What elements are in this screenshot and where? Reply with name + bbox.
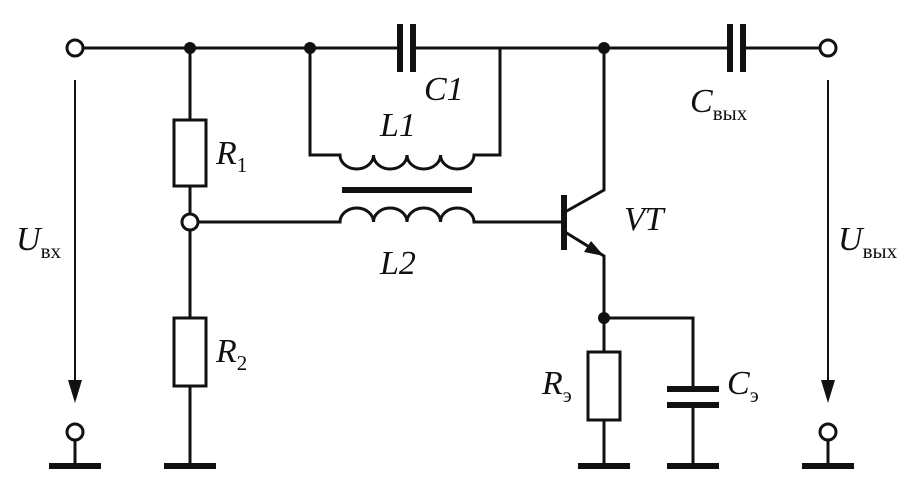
label-l1: L1	[379, 107, 416, 144]
input-terminal	[65, 38, 85, 58]
divider-node	[180, 212, 200, 232]
label-r2: R2	[215, 333, 247, 375]
label-u-out: Uвых	[838, 221, 898, 263]
junction-dot	[598, 42, 610, 54]
resistor-r2	[172, 316, 208, 388]
label-re: Rэ	[541, 365, 572, 407]
uout-arrow	[821, 80, 835, 403]
output-ground-terminal	[802, 422, 854, 469]
capacitor-ce	[667, 386, 719, 408]
label-r1: R1	[215, 135, 247, 177]
output-terminal	[818, 38, 838, 58]
label-l2: L2	[379, 245, 416, 282]
capacitor-c-out	[727, 24, 746, 72]
capacitor-c1	[397, 24, 416, 72]
label-c-out: Cвых	[690, 83, 748, 125]
label-u-in: Uвх	[16, 221, 61, 263]
junction-dot	[304, 42, 316, 54]
uin-arrow	[68, 80, 82, 403]
inductor-l2	[338, 206, 476, 224]
resistor-r1	[172, 118, 208, 188]
inductor-l1	[338, 153, 476, 171]
l1-loop-wire	[308, 46, 502, 157]
emitter-wires	[602, 316, 695, 467]
resistor-re	[586, 350, 622, 422]
junction-dot	[598, 312, 610, 324]
input-ground-terminal	[49, 422, 101, 469]
emitter-arrow	[584, 241, 604, 256]
label-vt: VT	[624, 201, 666, 238]
label-ce: Cэ	[727, 365, 759, 407]
label-c1: C1	[424, 71, 464, 108]
junction-dot	[184, 42, 196, 54]
transistor-vt	[561, 46, 606, 320]
